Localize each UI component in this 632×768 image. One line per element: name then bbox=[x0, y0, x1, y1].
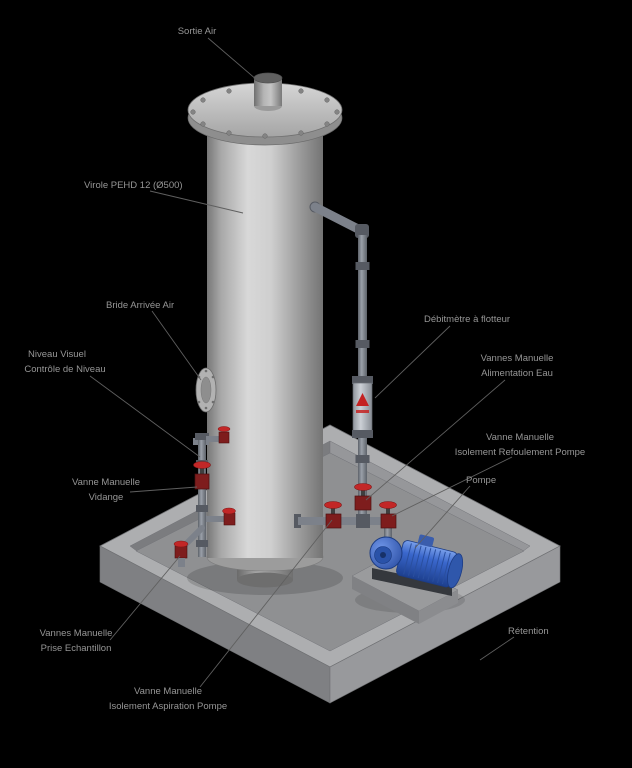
leader-aspiration bbox=[199, 519, 333, 688]
label-niveau-visuel-2: Contrôle de Niveau bbox=[24, 364, 105, 375]
sample-valve bbox=[173, 540, 189, 567]
label-retention: Rétention bbox=[508, 626, 549, 637]
retention-basin bbox=[99, 424, 561, 704]
label-sortie-air: Sortie Air bbox=[178, 26, 217, 37]
flange-bolts bbox=[190, 85, 340, 139]
gauge-top-valve bbox=[217, 426, 231, 444]
label-vidange-2: Vidange bbox=[89, 492, 124, 503]
air-inlet-flange bbox=[195, 367, 217, 413]
leader-bride bbox=[151, 310, 202, 381]
column-shell bbox=[207, 114, 323, 558]
pump-motor bbox=[396, 534, 464, 589]
label-niveau-visuel-1: Niveau Visuel bbox=[28, 349, 86, 360]
air-outlet-nozzle bbox=[253, 72, 283, 111]
basin-outer-wall-right bbox=[329, 545, 561, 704]
label-vidange-1: Vanne Manuelle bbox=[72, 477, 140, 488]
label-alimentation-2: Alimentation Eau bbox=[481, 368, 553, 379]
label-pompe: Pompe bbox=[466, 475, 496, 486]
label-bride-arrivee-air: Bride Arrivée Air bbox=[106, 300, 174, 311]
pump-suction-valve bbox=[324, 501, 342, 529]
pump-feet bbox=[372, 568, 452, 596]
leader-prise bbox=[109, 555, 181, 641]
label-virole: Virole PEHD 12 (Ø500) bbox=[84, 180, 183, 191]
water-supply-valve bbox=[354, 483, 372, 511]
water-supply-pipe bbox=[309, 201, 373, 525]
pump-volute bbox=[369, 536, 403, 570]
pump-discharge-valve bbox=[379, 501, 397, 529]
labels: Sortie Air Virole PEHD 12 (Ø500) Bride A… bbox=[24, 26, 585, 712]
leader-retention bbox=[479, 636, 515, 661]
suction-pipe bbox=[298, 517, 390, 525]
flow-meter bbox=[352, 376, 373, 438]
label-alimentation-1: Vannes Manuelle bbox=[481, 353, 554, 364]
label-refoulement-1: Vanne Manuelle bbox=[486, 432, 554, 443]
drain-valve bbox=[193, 461, 211, 490]
motor-fins bbox=[403, 543, 451, 585]
label-aspiration-1: Vanne Manuelle bbox=[134, 686, 202, 697]
motor-end-cap bbox=[447, 553, 464, 589]
label-debitmetre: Débitmètre à flotteur bbox=[424, 314, 510, 325]
leader-alimentation bbox=[365, 379, 506, 501]
column-vessel bbox=[187, 72, 343, 588]
leader-niveau bbox=[89, 375, 201, 458]
leader-vidange bbox=[129, 486, 198, 493]
label-prise-echantillon-1: Vannes Manuelle bbox=[40, 628, 113, 639]
leader-refoulement bbox=[391, 456, 513, 517]
leader-debitmetre bbox=[374, 325, 451, 399]
motor-terminal-box bbox=[417, 534, 435, 548]
label-refoulement-2: Isolement Refoulement Pompe bbox=[455, 447, 585, 458]
sight-glass-pipe bbox=[198, 433, 206, 557]
leader-lines bbox=[89, 37, 515, 688]
level-gauge-assembly bbox=[173, 426, 236, 567]
pump bbox=[369, 534, 464, 596]
leader-sortie-air bbox=[207, 37, 258, 81]
leader-virole bbox=[149, 190, 244, 214]
flow-meter-float bbox=[356, 393, 369, 406]
gauge-side-valve bbox=[222, 507, 236, 526]
label-aspiration-2: Isolement Aspiration Pompe bbox=[109, 701, 227, 712]
label-prise-echantillon-2: Prise Echantillon bbox=[41, 643, 112, 654]
leader-pompe bbox=[414, 485, 471, 549]
